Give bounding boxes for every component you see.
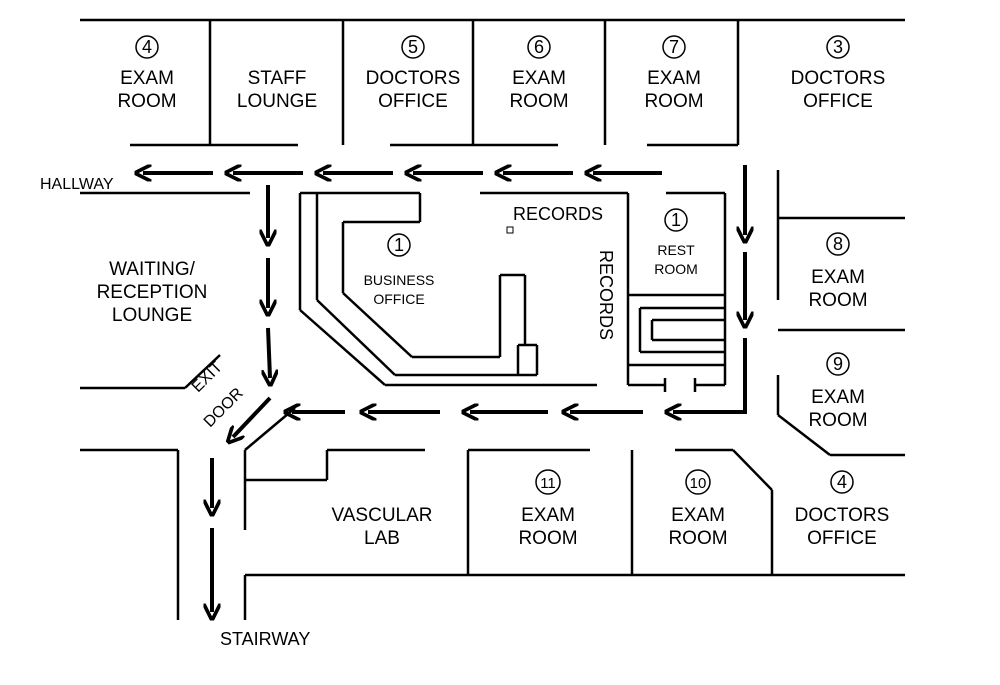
- room-label: BUSINESS: [364, 272, 435, 288]
- room-waiting-reception: WAITING/ RECEPTION LOUNGE: [97, 259, 208, 326]
- room-business-office: 1 BUSINESS OFFICE: [364, 233, 435, 307]
- room-number-badge: [401, 35, 425, 59]
- room-label: DOCTORS: [366, 68, 461, 89]
- door-label: DOOR: [201, 385, 247, 431]
- room-number: 8: [833, 234, 843, 254]
- room-number-badge: [527, 35, 551, 59]
- room-number: 3: [833, 37, 843, 57]
- room-label: DOCTORS: [791, 68, 886, 89]
- room-label: ROOM: [808, 290, 867, 311]
- room-vascular-lab: VASCULAR LAB: [331, 505, 432, 549]
- room-label: EXAM: [512, 68, 566, 89]
- room-label: OFFICE: [373, 291, 424, 307]
- room-label: DOCTORS: [795, 505, 890, 526]
- room-label: ROOM: [518, 528, 577, 549]
- room-number-badge: [826, 232, 850, 256]
- room-label: ROOM: [117, 91, 176, 112]
- room-exam-4: 4 EXAM ROOM: [117, 35, 177, 112]
- stairway-label: STAIRWAY: [220, 629, 310, 649]
- room-exam-10: 10 EXAM ROOM: [668, 469, 728, 549]
- room-number-badge: [387, 233, 411, 257]
- room-label: EXAM: [811, 267, 865, 288]
- room-exam-8: 8 EXAM ROOM: [808, 232, 868, 311]
- room-exam-9: 9 EXAM ROOM: [808, 352, 868, 431]
- room-label: ROOM: [668, 528, 727, 549]
- room-number: 4: [837, 472, 847, 492]
- room-label: LAB: [364, 528, 400, 549]
- room-label: ROOM: [509, 91, 568, 112]
- room-doctors-office-3: 3 DOCTORS OFFICE: [791, 35, 886, 112]
- room-number: 10: [690, 475, 707, 492]
- records-vertical-label: RECORDS: [596, 250, 616, 340]
- room-number-badge: [685, 469, 711, 495]
- room-label: EXAM: [671, 505, 725, 526]
- room-label: ROOM: [644, 91, 703, 112]
- room-exam-11: 11 EXAM ROOM: [518, 469, 578, 549]
- room-number: 5: [408, 37, 418, 57]
- room-label: ROOM: [654, 261, 698, 277]
- room-number: 1: [671, 210, 681, 230]
- room-number: 7: [669, 37, 679, 57]
- room-label: WAITING/: [109, 259, 196, 280]
- room-number: 11: [540, 475, 556, 492]
- room-label: EXAM: [647, 68, 701, 89]
- exit-label: EXIT: [189, 359, 226, 396]
- room-number: 4: [142, 37, 152, 57]
- room-number-badge: [535, 469, 561, 495]
- room-number-badge: [662, 35, 686, 59]
- room-label: LOUNGE: [112, 305, 192, 326]
- room-doctors-office-4: 4 DOCTORS OFFICE: [795, 470, 890, 549]
- room-number: 9: [833, 354, 843, 374]
- room-label: RECEPTION: [97, 282, 208, 303]
- room-exam-7: 7 EXAM ROOM: [644, 35, 704, 112]
- room-label: EXAM: [811, 387, 865, 408]
- room-label: OFFICE: [807, 528, 877, 549]
- room-number: 6: [534, 37, 544, 57]
- room-label: EXAM: [521, 505, 575, 526]
- room-label: VASCULAR: [331, 505, 432, 526]
- room-label: LOUNGE: [237, 91, 317, 112]
- evacuation-arrows: [143, 165, 745, 612]
- walls: [80, 18, 905, 620]
- room-number: 1: [394, 235, 404, 255]
- room-rest-room: 1 REST ROOM: [654, 208, 698, 277]
- room-number-badge: [830, 470, 854, 494]
- room-label: STAFF: [248, 68, 307, 89]
- room-number-badge: [826, 35, 850, 59]
- room-exam-6: 6 EXAM ROOM: [509, 35, 569, 112]
- room-label: EXAM: [120, 68, 174, 89]
- room-number-badge: [664, 208, 688, 232]
- records-label: RECORDS: [513, 204, 603, 224]
- room-label: OFFICE: [378, 91, 448, 112]
- room-number-badge: [826, 352, 850, 376]
- room-doctors-office-5: 5 DOCTORS OFFICE: [366, 35, 461, 112]
- room-label: OFFICE: [803, 91, 873, 112]
- room-number-badge: [135, 35, 159, 59]
- room-label: REST: [657, 242, 695, 258]
- room-staff-lounge: STAFF LOUNGE: [237, 68, 317, 112]
- room-label: ROOM: [808, 410, 867, 431]
- hallway-label: HALLWAY: [40, 176, 114, 193]
